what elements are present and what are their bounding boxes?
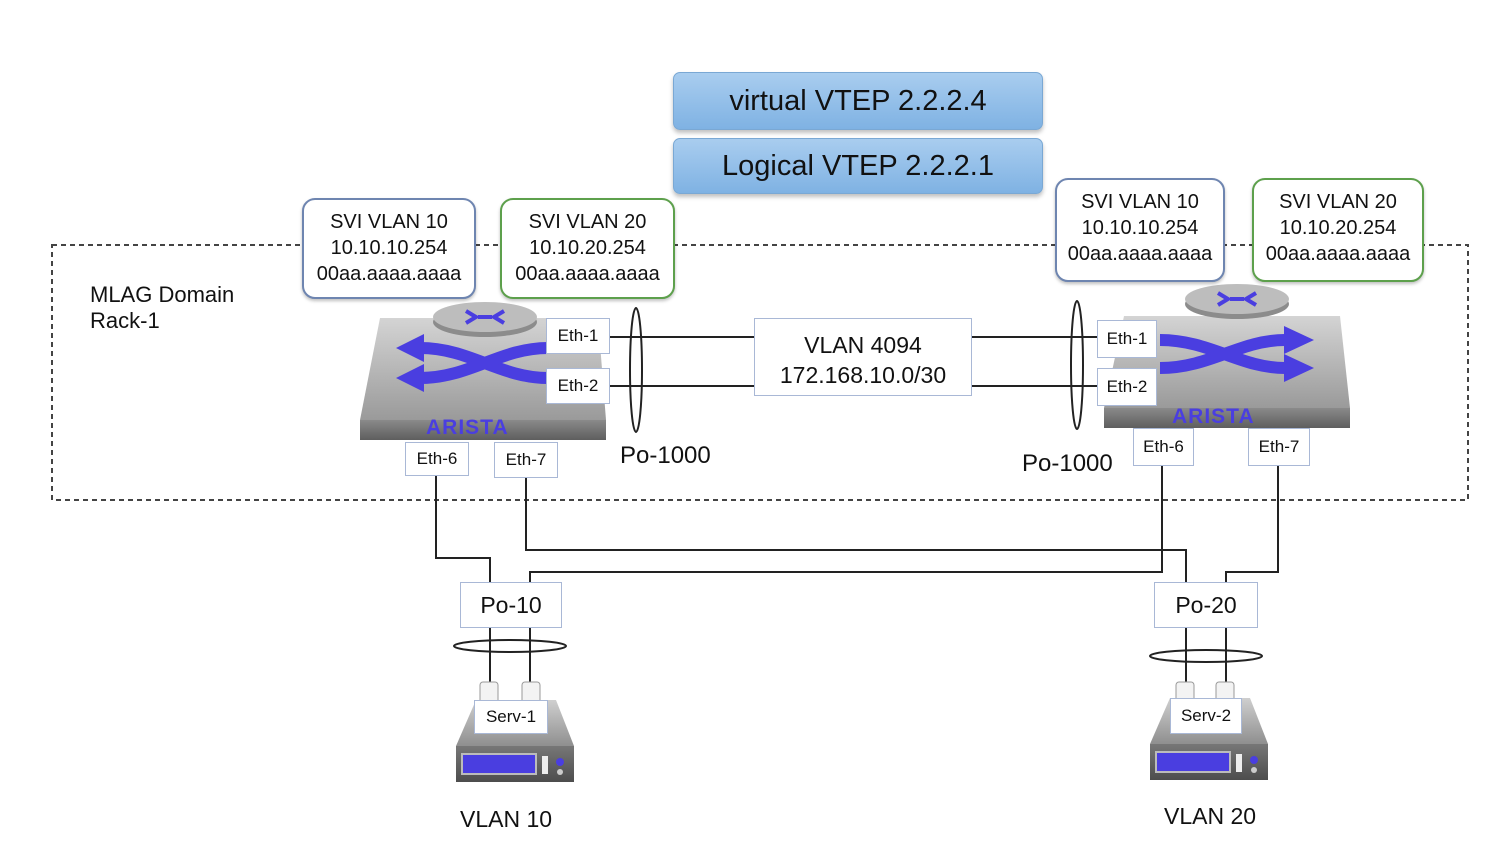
virtual-vtep-box: virtual VTEP 2.2.2.4: [673, 72, 1043, 130]
po20-bundle: [1149, 649, 1263, 663]
vlan20-label: VLAN 20: [1164, 803, 1257, 829]
svi-left-vlan20: SVI VLAN 20 10.10.20.254 00aa.aaaa.aaaa: [500, 198, 675, 299]
server-2-label: Serv-2: [1170, 698, 1242, 734]
left-switch-brand: ARISTA: [426, 416, 509, 439]
left-eth2-port: Eth-2: [546, 368, 610, 404]
svi-left-vlan10: SVI VLAN 10 10.10.10.254 00aa.aaaa.aaaa: [302, 198, 476, 299]
left-switch-icon: [360, 302, 606, 440]
svi-right-vlan20: SVI VLAN 20 10.10.20.254 00aa.aaaa.aaaa: [1252, 178, 1424, 282]
server-1-label: Serv-1: [474, 700, 548, 734]
left-eth6-port: Eth-6: [405, 442, 469, 476]
right-switch-brand: ARISTA: [1172, 405, 1255, 428]
po1000-right-bundle: [1070, 300, 1084, 430]
svi-right-vlan10: SVI VLAN 10 10.10.10.254 00aa.aaaa.aaaa: [1055, 178, 1225, 282]
po1000-left-bundle: [629, 307, 643, 433]
po10-bundle: [453, 639, 567, 653]
virtual-vtep-label: virtual VTEP 2.2.2.4: [729, 84, 987, 117]
right-eth7-port: Eth-7: [1248, 428, 1310, 466]
logical-vtep-label: Logical VTEP 2.2.2.1: [722, 149, 994, 182]
mlag-domain-border: [51, 244, 1469, 501]
right-switch-icon: [1104, 284, 1350, 428]
left-eth1-port: Eth-1: [546, 318, 610, 354]
right-eth1-port: Eth-1: [1097, 320, 1157, 358]
mlag-domain-label: MLAG Domain Rack-1: [90, 282, 235, 333]
po10-box: Po-10: [460, 582, 562, 628]
po20-box: Po-20: [1154, 582, 1258, 628]
right-po1000-label: Po-1000: [1022, 450, 1113, 477]
vlan10-label: VLAN 10: [460, 806, 553, 832]
left-po1000-label: Po-1000: [620, 442, 711, 469]
left-eth7-port: Eth-7: [494, 442, 558, 478]
right-eth6-port: Eth-6: [1133, 428, 1194, 466]
logical-vtep-box: Logical VTEP 2.2.2.1: [673, 138, 1043, 194]
peer-link-vlan-box: VLAN 4094 172.168.10.0/30: [754, 318, 972, 396]
right-eth2-port: Eth-2: [1097, 368, 1157, 406]
